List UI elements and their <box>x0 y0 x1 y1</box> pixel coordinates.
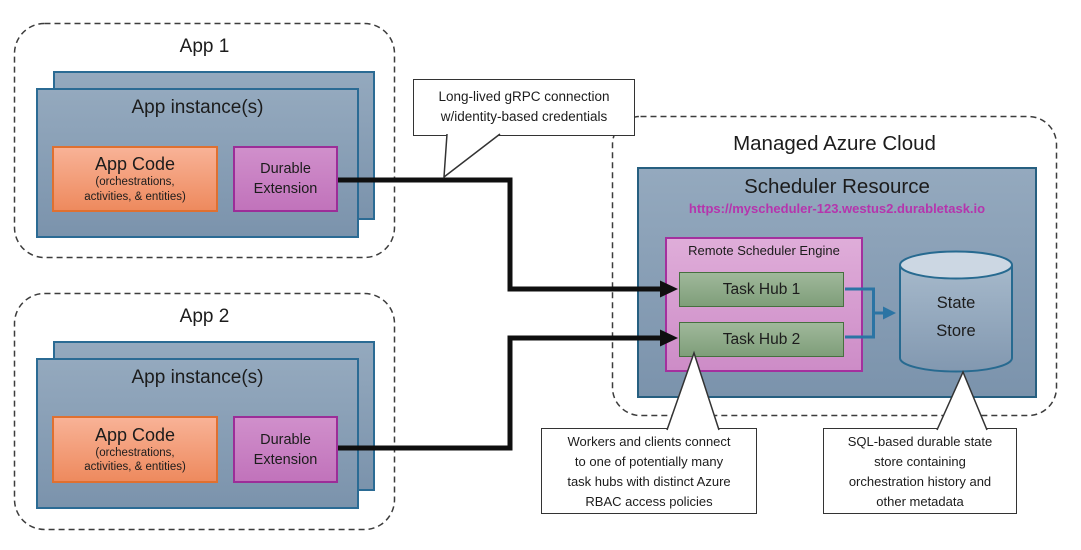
app2-durable-line1: Durable <box>260 431 311 448</box>
workers-callout-line4: RBAC access policies <box>585 494 713 509</box>
workers-callout-tail <box>666 350 720 431</box>
task-hub-1-box: Task Hub 1 <box>679 272 844 307</box>
app1-title: App 1 <box>179 36 230 57</box>
grpc-callout: Long-lived gRPC connection w/identity-ba… <box>413 79 635 136</box>
task-hub-2-label: Task Hub 2 <box>722 330 801 348</box>
app1-app-code-sub1: (orchestrations, <box>95 176 175 188</box>
app2-app-code-title: App Code <box>94 424 176 445</box>
app1-durable-line1: Durable <box>260 161 311 177</box>
app1-durable-extension-box: Durable Extension <box>233 146 338 212</box>
state-store-cylinder-top <box>899 250 1013 280</box>
app1-instances-label: App instance(s) <box>131 97 264 118</box>
sql-callout: SQL-based durable state store containing… <box>823 428 1017 514</box>
workers-callout-line1: Workers and clients connect <box>567 434 731 449</box>
app2-app-code-box: App Code (orchestrations, activities, & … <box>52 416 218 483</box>
sql-callout-tail <box>936 370 988 431</box>
state-store-line2: Store <box>936 322 976 340</box>
workers-callout-line2: to one of potentially many <box>574 454 724 469</box>
sql-callout-line3: orchestration history and <box>848 474 992 489</box>
app2-instances-label: App instance(s) <box>131 367 264 388</box>
state-store-line1: State <box>936 294 976 312</box>
grpc-arrowhead-app2 <box>660 329 678 347</box>
sql-callout-line4: other metadata <box>876 494 964 509</box>
remote-scheduler-engine-title: Remote Scheduler Engine <box>688 243 840 258</box>
managed-azure-cloud-title: Managed Azure Cloud <box>733 132 936 155</box>
scheduler-resource-url: https://myscheduler-123.westus2.durablet… <box>688 201 986 216</box>
app2-durable-extension-box: Durable Extension <box>233 416 338 483</box>
state-store-cylinder-body <box>899 265 1013 373</box>
grpc-arrowhead-app1 <box>660 280 678 298</box>
app2-boundary <box>13 292 396 531</box>
app2-title: App 2 <box>179 306 230 327</box>
managed-azure-cloud-boundary <box>611 115 1058 417</box>
grpc-connection-line-app1 <box>338 177 661 292</box>
grpc-callout-line1: Long-lived gRPC connection <box>438 89 610 104</box>
app2-durable-line2: Extension <box>253 451 318 468</box>
workers-callout-line3: task hubs with distinct Azure <box>567 474 731 489</box>
sql-callout-line1: SQL-based durable state <box>847 434 993 449</box>
scheduler-resource-title: Scheduler Resource <box>744 175 930 198</box>
workers-callout: Workers and clients connect to one of po… <box>541 428 757 514</box>
grpc-connection-line-app2 <box>338 335 661 451</box>
task-hub-1-label: Task Hub 1 <box>722 280 801 298</box>
grpc-callout-tail <box>443 133 501 179</box>
app1-app-code-title: App Code <box>94 154 176 174</box>
app1-durable-line2: Extension <box>253 181 318 197</box>
app1-app-code-sub2: activities, & entities) <box>84 190 186 203</box>
app1-boundary <box>13 22 396 259</box>
task-hub-2-box: Task Hub 2 <box>679 322 844 357</box>
grpc-callout-line2: w/identity-based credentials <box>440 109 608 124</box>
app2-app-code-sub1: (orchestrations, <box>95 446 175 459</box>
app1-app-code-box: App Code (orchestrations, activities, & … <box>52 146 218 212</box>
state-store-arrowhead <box>883 306 896 320</box>
state-store-label: State Store <box>899 289 1013 345</box>
app2-app-code-sub2: activities, & entities) <box>84 461 186 473</box>
sql-callout-line2: store containing <box>874 454 966 469</box>
